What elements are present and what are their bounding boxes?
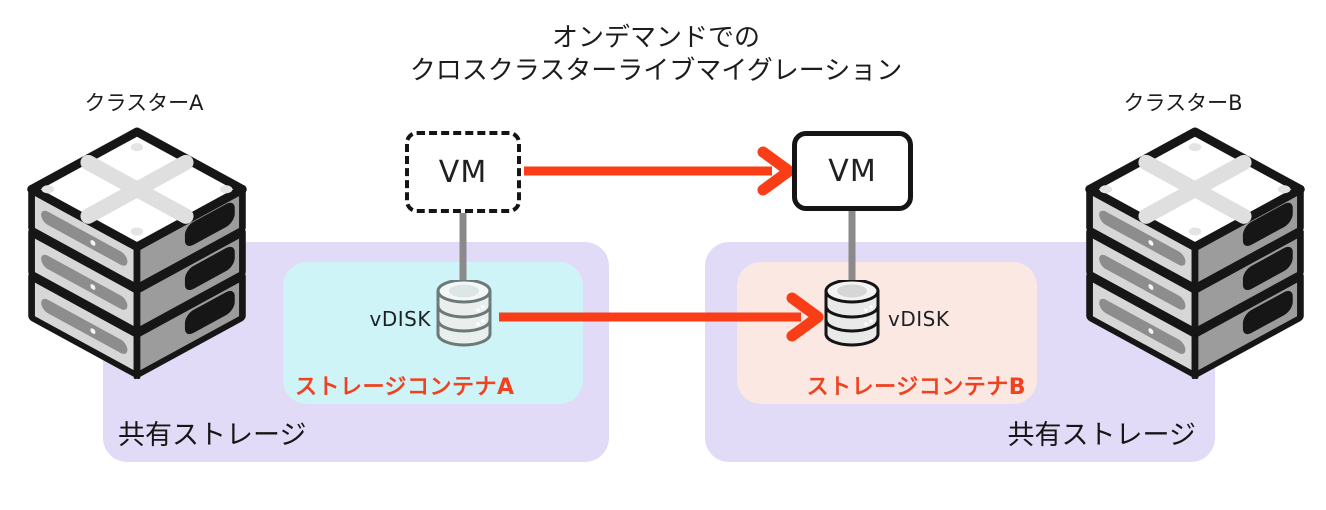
cluster-b-label: クラスターB [1123, 91, 1243, 115]
diagram-title-line2: クロスクラスターライブマイグレーション [409, 56, 903, 86]
storage-container-a-box [283, 262, 583, 404]
cluster-a-node-stack-icon [27, 127, 247, 380]
shared-storage-right-label: 共有ストレージ [1007, 420, 1196, 451]
vm-dest-label: VM [828, 153, 877, 189]
vdisk-icon-source [436, 280, 492, 347]
diagram-title: オンデマンドでの クロスクラスターライブマイグレーション [303, 22, 1009, 88]
vm-source-box: VM [405, 131, 521, 213]
vdisk-icon-dest [824, 280, 880, 347]
diagram-title-line1: オンデマンドでの [551, 23, 760, 53]
cluster-b-node-stack-icon [1085, 127, 1305, 380]
storage-container-a-label: ストレージコンテナA [295, 375, 515, 400]
cluster-a-label: クラスターA [84, 91, 204, 115]
vdisk-source-label: vDISK [369, 307, 431, 331]
vm-dest-box: VM [792, 131, 913, 211]
vm-migration-arrow [524, 146, 795, 196]
vdisk-dest-label: vDISK [888, 307, 950, 331]
storage-container-b-label: ストレージコンテナB [806, 375, 1026, 400]
shared-storage-left-label: 共有ストレージ [118, 420, 307, 451]
vm-source-label: VM [438, 154, 488, 190]
